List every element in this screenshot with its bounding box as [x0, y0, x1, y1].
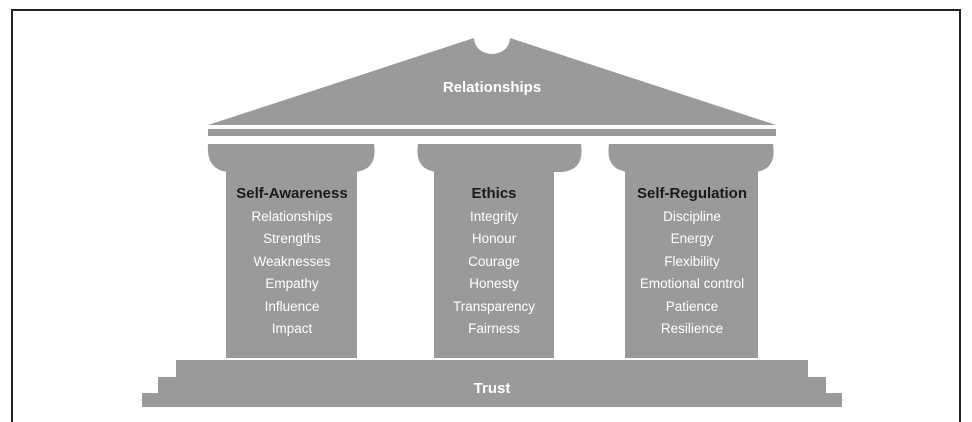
pillar-item: Emotional control: [639, 276, 745, 292]
pillar-heading-ethics: Ethics: [471, 185, 517, 202]
pillar-item: Energy: [670, 231, 714, 247]
pillar-item: Integrity: [469, 209, 519, 224]
pillar-item: Empathy: [265, 276, 319, 292]
pillar-item: Honesty: [469, 276, 519, 292]
pillar-item: Resilience: [660, 320, 724, 336]
stepped-base: [142, 360, 842, 407]
pillar-list-self-regulation: Discipline Energy Flexibility Emotional …: [622, 206, 762, 340]
pillar-list-ethics: Integrity Honour Courage Honesty Transpa…: [434, 206, 554, 340]
roof-pediment: [208, 38, 776, 125]
pillar-heading-self-regulation: Self-Regulation: [636, 185, 747, 202]
pillar-shaft-left: [226, 170, 357, 358]
pillar-item: Discipline: [663, 209, 721, 224]
pillar-list-self-awareness: Relationships Strengths Weaknesses Empat…: [222, 206, 362, 340]
pillar-item: Flexibility: [664, 253, 720, 269]
pillar-item: Weaknesses: [253, 253, 331, 269]
pillar-item: Patience: [665, 298, 719, 314]
pillar-item: Impact: [271, 320, 313, 336]
entablature-bar: [208, 129, 776, 136]
pillar-item: Influence: [264, 298, 320, 314]
pillar-item: Relationships: [251, 209, 333, 224]
pillar-item: Honour: [471, 231, 517, 247]
pillar-item: Transparency: [452, 298, 536, 314]
pillar-item: Fairness: [468, 320, 520, 336]
frame-border-top: [11, 9, 961, 11]
pillar-shaft-right: [625, 170, 758, 358]
frame-border-left: [11, 9, 13, 422]
capital-right: [608, 144, 774, 172]
pillar-item: Courage: [468, 253, 520, 269]
roof-label: Relationships: [442, 79, 542, 96]
capital-left: [207, 144, 375, 172]
pillar-shaft-center: [434, 170, 554, 358]
pillar-item: Strengths: [263, 231, 321, 247]
pillar-heading-self-awareness: Self-Awareness: [236, 185, 348, 202]
base-label: Trust: [473, 380, 511, 397]
frame-border-right: [959, 9, 961, 422]
capital-center: [417, 144, 582, 172]
